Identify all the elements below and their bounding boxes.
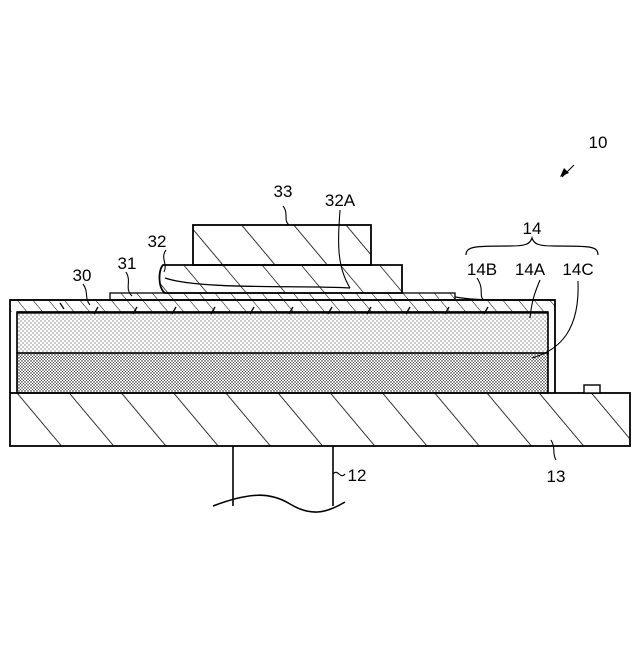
- label-layer-14c: 14C: [562, 260, 593, 279]
- label-base: 13: [547, 467, 566, 486]
- adhesive-layer: [110, 293, 540, 300]
- block: [193, 225, 371, 265]
- base-tab: [584, 385, 600, 393]
- layer-stack: [17, 303, 548, 393]
- arrow-head: [560, 168, 569, 177]
- label-stack: 14: [523, 219, 542, 238]
- label-device: 10: [589, 133, 608, 152]
- shaft: [213, 446, 345, 512]
- label-layer-14a: 14A: [515, 260, 546, 279]
- layer-14c: [17, 353, 548, 393]
- brace-14: [466, 238, 598, 255]
- label-coating: 30: [73, 266, 92, 285]
- label-adhesive: 31: [118, 254, 137, 273]
- label-shaft: 12: [348, 466, 367, 485]
- label-plate-edge: 32A: [325, 191, 356, 210]
- label-plate: 32: [148, 232, 167, 251]
- label-layer-14b: 14B: [467, 260, 497, 279]
- label-block: 33: [274, 182, 293, 201]
- plate: [159, 265, 402, 293]
- layer-14a: [17, 313, 548, 353]
- base-plate: [10, 385, 630, 446]
